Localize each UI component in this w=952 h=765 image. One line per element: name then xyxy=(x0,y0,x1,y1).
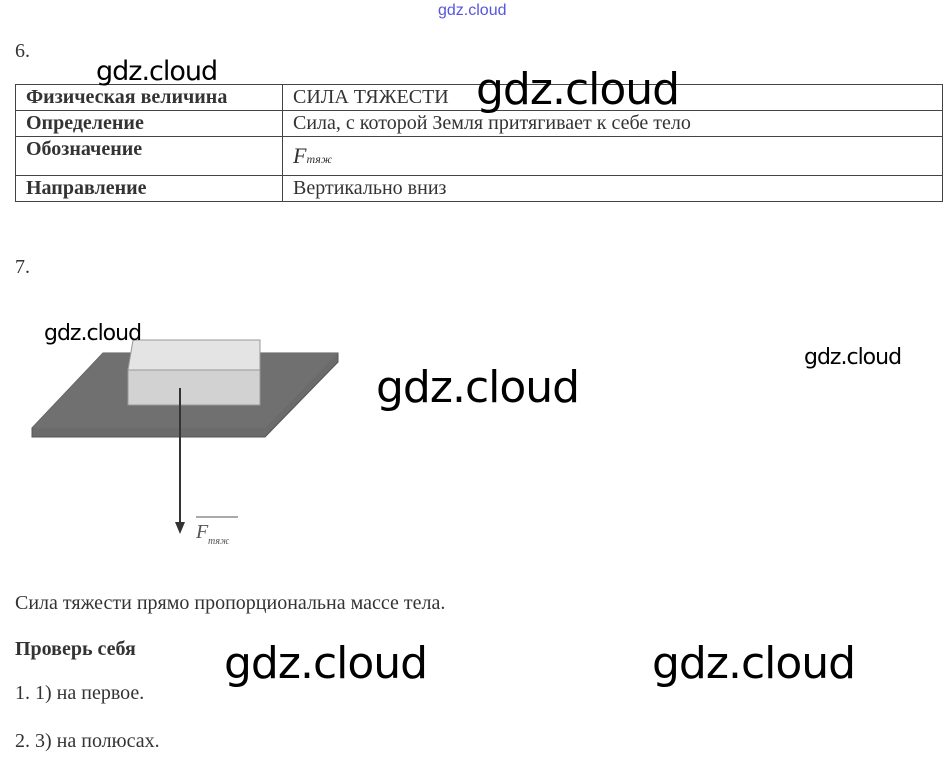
gravity-figure: F тяж xyxy=(31,339,339,547)
watermark: gdz.cloud xyxy=(476,64,680,115)
row-value: СИЛА ТЯЖЕСТИ xyxy=(282,84,943,111)
force-symbol: F xyxy=(293,143,307,168)
row-value: Сила, с которой Земля притягивает к себе… xyxy=(282,110,943,137)
watermark: gdz.cloud xyxy=(96,56,218,87)
figure-force-subscript: тяж xyxy=(208,536,230,547)
row-key: Определение xyxy=(15,110,283,137)
watermark: gdz.cloud xyxy=(652,638,856,689)
check-title: Проверь себя xyxy=(15,638,136,660)
task-number-6: 6. xyxy=(15,40,30,62)
answer-2: 2. 3) на полюсах. xyxy=(15,730,160,752)
block-top xyxy=(127,339,261,371)
row-key: Обозначение xyxy=(15,136,283,176)
conclusion-text: Сила тяжести прямо пропорциональна массе… xyxy=(15,592,446,614)
figure-force-label: F xyxy=(195,521,209,543)
row-value: Вертикально вниз xyxy=(282,175,943,202)
row-key: Направление xyxy=(15,175,283,202)
header-link[interactable]: gdz.cloud xyxy=(438,2,507,19)
arrow-head-icon xyxy=(175,522,185,534)
row-key: Физическая величина xyxy=(15,84,283,111)
watermark: gdz.cloud xyxy=(44,321,142,346)
row-value: Fтяж xyxy=(282,136,943,176)
answer-1: 1. 1) на первое. xyxy=(15,682,145,704)
task-number-7: 7. xyxy=(15,256,30,278)
watermark: gdz.cloud xyxy=(376,362,580,413)
force-subscript: тяж xyxy=(306,152,333,166)
watermark: gdz.cloud xyxy=(224,638,428,689)
watermark: gdz.cloud xyxy=(804,345,902,370)
block-front xyxy=(127,369,261,406)
